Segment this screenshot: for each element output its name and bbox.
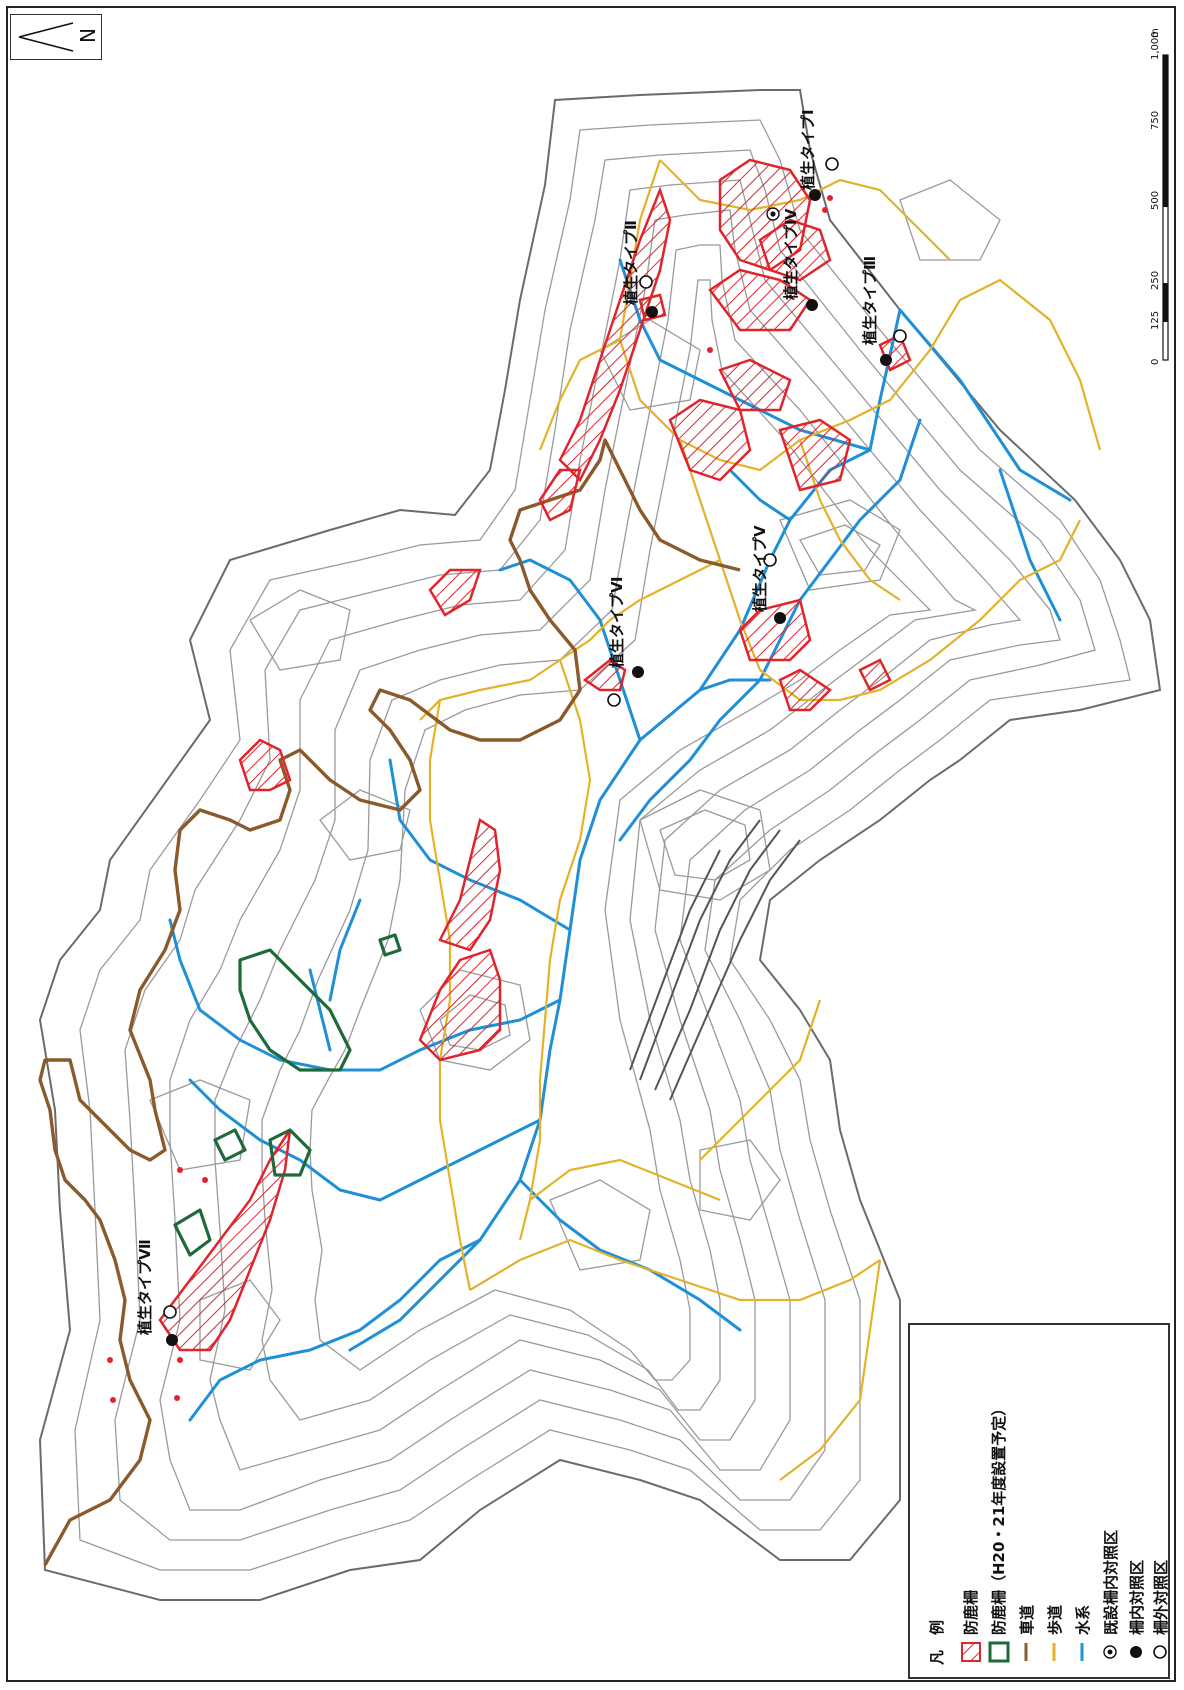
north-arrow: N bbox=[10, 14, 102, 60]
plot-inside-type3 bbox=[880, 354, 892, 366]
red-marker bbox=[822, 207, 828, 213]
legend-label-fence: 防鹿柵 bbox=[962, 1590, 980, 1635]
fence-type2-strip bbox=[538, 468, 582, 522]
label-type5: 植生タイプⅤ bbox=[751, 525, 769, 612]
scale-tick-1000: 1,000 bbox=[1150, 31, 1161, 60]
label-type4: 植生タイプⅣ bbox=[782, 208, 800, 300]
deer-fences bbox=[158, 158, 912, 1352]
fence-central-lower bbox=[438, 817, 502, 952]
plot-existing-type4-inner bbox=[770, 211, 776, 217]
legend-title: 凡 例 bbox=[928, 1620, 946, 1665]
label-type2: 植生タイプⅡ bbox=[622, 220, 640, 305]
vegetation-labels: 植生タイプⅦ 植生タイプⅥ 植生タイプⅤ 植生タイプⅡ 植生タイプⅢ 植生タイプ… bbox=[136, 109, 879, 1335]
fence-right-mid2 bbox=[778, 418, 852, 492]
filled-circle-icon bbox=[1130, 1646, 1142, 1658]
legend-label-existing-plot: 既設柵内対照区 bbox=[1102, 1530, 1120, 1635]
north-arrow-icon bbox=[18, 22, 74, 52]
fence-right-mid3 bbox=[718, 358, 792, 412]
fence-small-b bbox=[858, 658, 892, 692]
plot-inside-type6 bbox=[632, 666, 644, 678]
red-marker bbox=[177, 1357, 183, 1363]
scale-unit: m bbox=[1150, 28, 1161, 38]
legend-label-inside-plot: 柵内対照区 bbox=[1128, 1560, 1146, 1635]
north-letter: N bbox=[76, 28, 100, 43]
planned-fence-mid bbox=[268, 1128, 312, 1177]
planned-fence-small2 bbox=[173, 1208, 212, 1257]
planned-fence-large bbox=[238, 948, 352, 1072]
plot-outside-type2 bbox=[639, 275, 653, 289]
double-circle-icon-inner bbox=[1107, 1649, 1113, 1655]
red-marker bbox=[707, 347, 713, 353]
scale-tick-500: 500 bbox=[1150, 191, 1161, 210]
red-hatch-icon bbox=[961, 1642, 981, 1662]
scale-tick-125: 125 bbox=[1150, 311, 1161, 330]
fence-left-upper bbox=[238, 738, 292, 792]
fence-right-mid bbox=[668, 398, 752, 482]
red-marker bbox=[827, 195, 833, 201]
scale-tick-250: 250 bbox=[1150, 271, 1161, 290]
plot-outside-type3 bbox=[893, 329, 907, 343]
water-network bbox=[168, 258, 1072, 1422]
fence-type5 bbox=[738, 598, 812, 662]
steep-cliff-shading bbox=[629, 819, 801, 1101]
fence-type7-area bbox=[158, 1129, 292, 1352]
red-marker bbox=[110, 1397, 116, 1403]
red-marker bbox=[177, 1167, 183, 1173]
legend-label-trail: 歩道 bbox=[1046, 1605, 1064, 1635]
label-type6: 植生タイプⅥ bbox=[608, 577, 626, 669]
plot-outside-type6 bbox=[607, 693, 621, 707]
planned-fence-tiny bbox=[378, 933, 402, 957]
red-marker bbox=[202, 1177, 208, 1183]
fence-central-upper bbox=[418, 948, 502, 1062]
label-type7: 植生タイプⅦ bbox=[136, 1239, 154, 1335]
fence-type6 bbox=[582, 658, 627, 692]
open-circle-icon bbox=[1153, 1645, 1167, 1659]
label-type3: 植生タイプⅢ bbox=[861, 256, 879, 345]
plot-outside-type1 bbox=[825, 157, 839, 171]
green-outline-icon bbox=[988, 1641, 1010, 1663]
plot-inside-type2 bbox=[646, 306, 658, 318]
fence-type2-long bbox=[558, 186, 672, 483]
scale-tick-0: 0 bbox=[1150, 359, 1161, 365]
control-plots bbox=[107, 157, 907, 1403]
fence-small-a bbox=[428, 568, 482, 617]
fence-type1-area bbox=[758, 218, 832, 282]
planned-fence-small1 bbox=[213, 1128, 247, 1162]
scale-tick-750: 750 bbox=[1150, 111, 1161, 130]
plot-inside-type5 bbox=[774, 612, 786, 624]
fence-type5-lower bbox=[778, 668, 832, 712]
plot-inside-type7 bbox=[166, 1334, 178, 1346]
legend-label-outside-plot: 柵外対照区 bbox=[1152, 1560, 1170, 1635]
vehicle-road bbox=[38, 438, 741, 1566]
planned-fences bbox=[173, 933, 402, 1257]
legend-label-road: 車道 bbox=[1018, 1605, 1036, 1635]
plot-outside-type5 bbox=[763, 553, 777, 567]
red-marker bbox=[174, 1395, 180, 1401]
plot-inside-type4 bbox=[806, 299, 818, 311]
plot-inside-type1 bbox=[809, 189, 821, 201]
plot-outside-type7 bbox=[163, 1305, 177, 1319]
label-type1: 植生タイプⅠ bbox=[799, 109, 817, 190]
legend-label-water: 水系 bbox=[1074, 1605, 1092, 1635]
legend: 凡 例 防鹿柵 防鹿柵（H20・21年度設置予定） 車道 歩道 水系 既設柵内対… bbox=[908, 1323, 1170, 1679]
red-marker bbox=[107, 1357, 113, 1363]
legend-label-planned-fence: 防鹿柵（H20・21年度設置予定） bbox=[990, 1401, 1008, 1635]
scale-bar: 0 125 250 500 750 1,000 m bbox=[1150, 28, 1169, 365]
